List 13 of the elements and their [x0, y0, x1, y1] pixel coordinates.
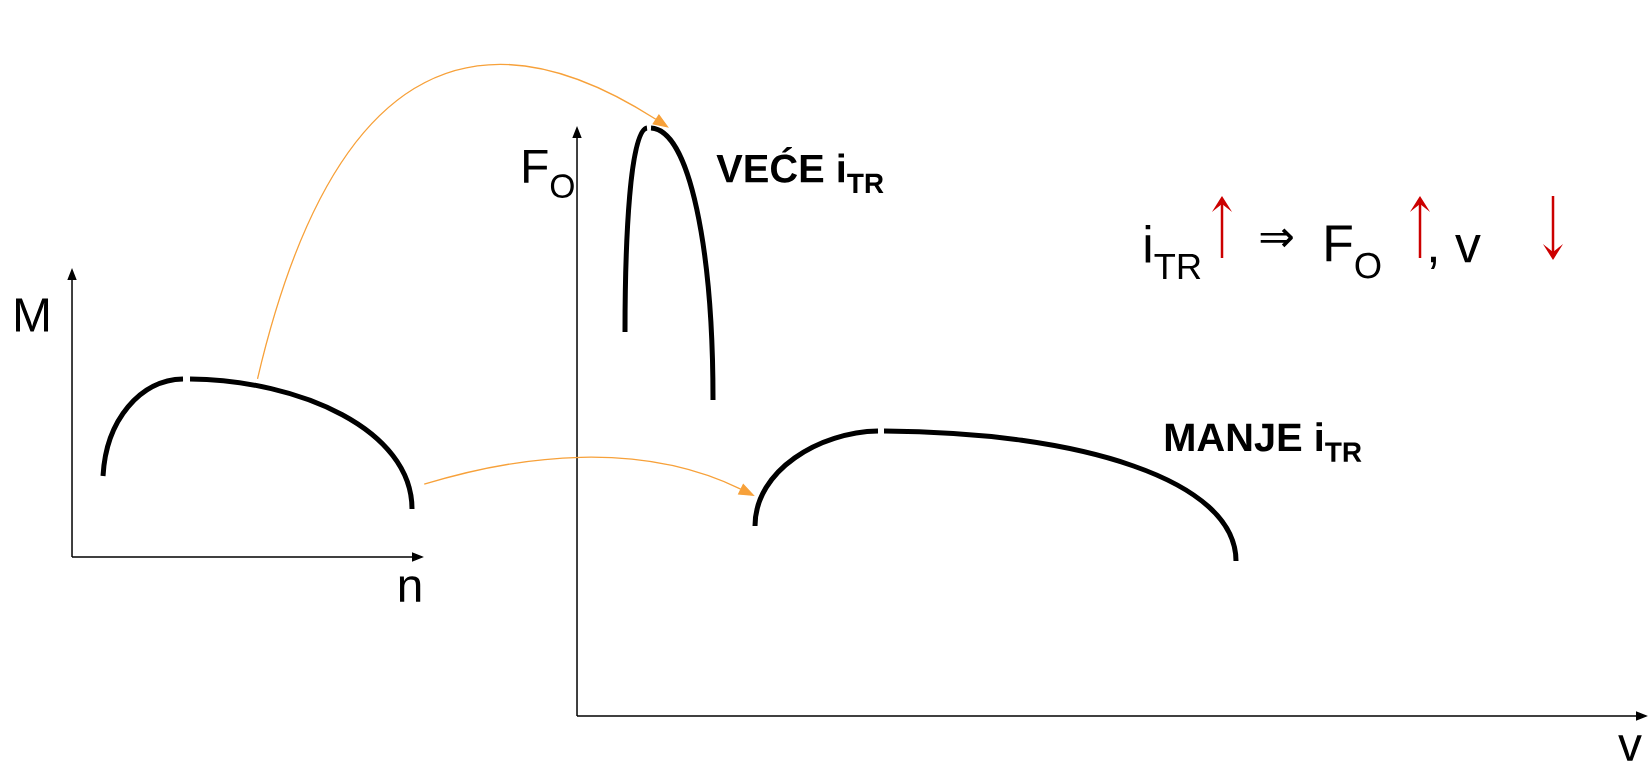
- axis-label: n: [399, 576, 421, 602]
- curve-label: MANJE i$_{TR}$: [1165, 422, 1362, 462]
- formula-term: F$_{O}$: [1326, 225, 1381, 279]
- curve-label: VEĆE i$_{TR}$: [716, 147, 884, 193]
- arrow: [256, 64, 669, 380]
- characteristic-curve: [622, 125, 716, 401]
- formula-term: i$_{TR}$: [1145, 225, 1201, 279]
- axis-label: v: [1618, 735, 1642, 761]
- axis-label: M: [16, 298, 48, 332]
- characteristic-curve: [100, 376, 415, 510]
- formula-term: , v: [1430, 235, 1481, 269]
- implies-symbol: ⇒: [1260, 228, 1293, 248]
- axis-label: F$_{O}$: [524, 149, 574, 199]
